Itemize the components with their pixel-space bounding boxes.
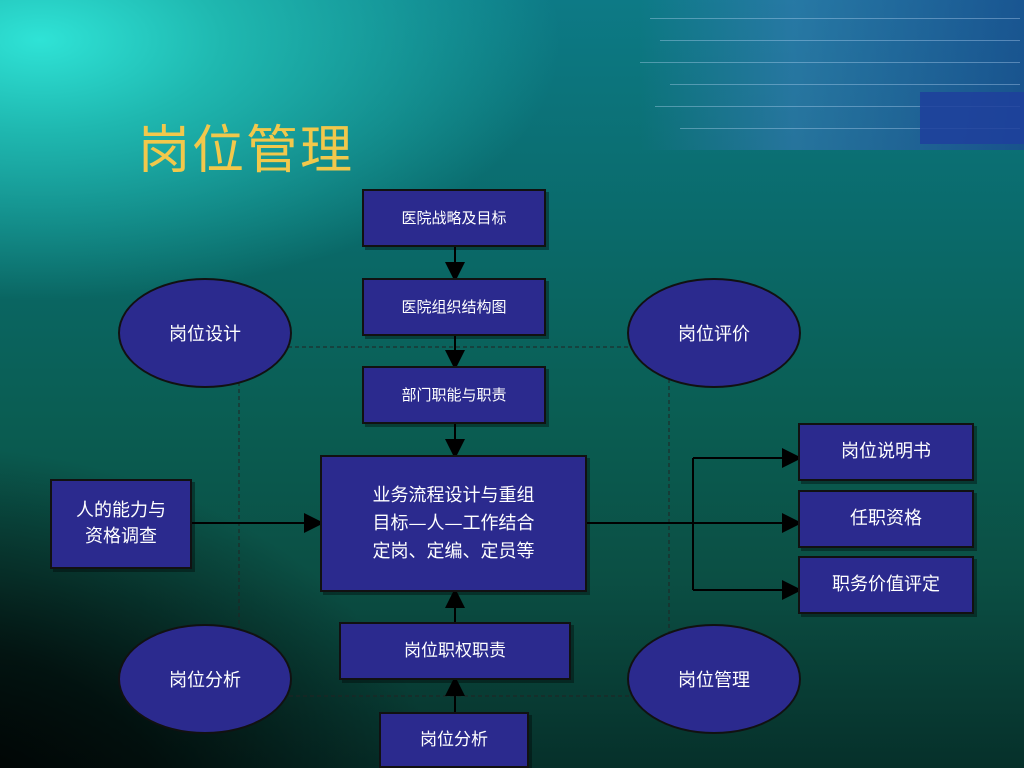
slide-title: 岗位管理 [138,121,355,181]
oval-job-evaluation-label: 岗位评价 [678,324,750,345]
post-analysis-label: 岗位分析 [420,730,488,750]
oval-job-evaluation: 岗位评价 [627,278,801,388]
post-analysis-box: 岗位分析 [379,712,529,768]
strategy-label: 医院战略及目标 [401,209,507,227]
center-process-box: 业务流程设计与重组 目标—人—工作结合 定岗、定编、定员等 [320,455,587,592]
post-rights-box: 岗位职权职责 [339,622,571,680]
job-description-label: 岗位说明书 [841,441,931,462]
org-chart-box: 医院组织结构图 [362,278,546,336]
qualification-box: 任职资格 [798,490,974,548]
person-line-1: 人的能力与 [76,500,166,521]
dept-duties-box: 部门职能与职责 [362,366,546,424]
dept-duties-label: 部门职能与职责 [401,386,507,404]
qualification-label: 任职资格 [850,508,922,529]
job-evaluation-box: 职务价值评定 [798,556,974,614]
header-accent-bar [920,92,1024,144]
oval-job-analysis: 岗位分析 [118,624,292,734]
oval-job-management-label: 岗位管理 [678,670,750,691]
person-capability-box: 人的能力与 资格调查 [50,479,192,569]
job-description-box: 岗位说明书 [798,423,974,481]
post-rights-label: 岗位职权职责 [404,641,506,661]
oval-job-management: 岗位管理 [627,624,801,734]
strategy-box: 医院战略及目标 [362,189,546,247]
oval-job-design: 岗位设计 [118,278,292,388]
oval-job-analysis-label: 岗位分析 [169,670,241,691]
org-chart-label: 医院组织结构图 [401,298,507,316]
center-line-2: 目标—人—工作结合 [372,512,535,534]
oval-job-design-label: 岗位设计 [169,324,241,345]
center-line-3: 定岗、定编、定员等 [372,540,535,562]
person-line-2: 资格调查 [85,526,157,547]
job-evaluation-label: 职务价值评定 [832,574,940,595]
center-line-1: 业务流程设计与重组 [372,484,535,506]
